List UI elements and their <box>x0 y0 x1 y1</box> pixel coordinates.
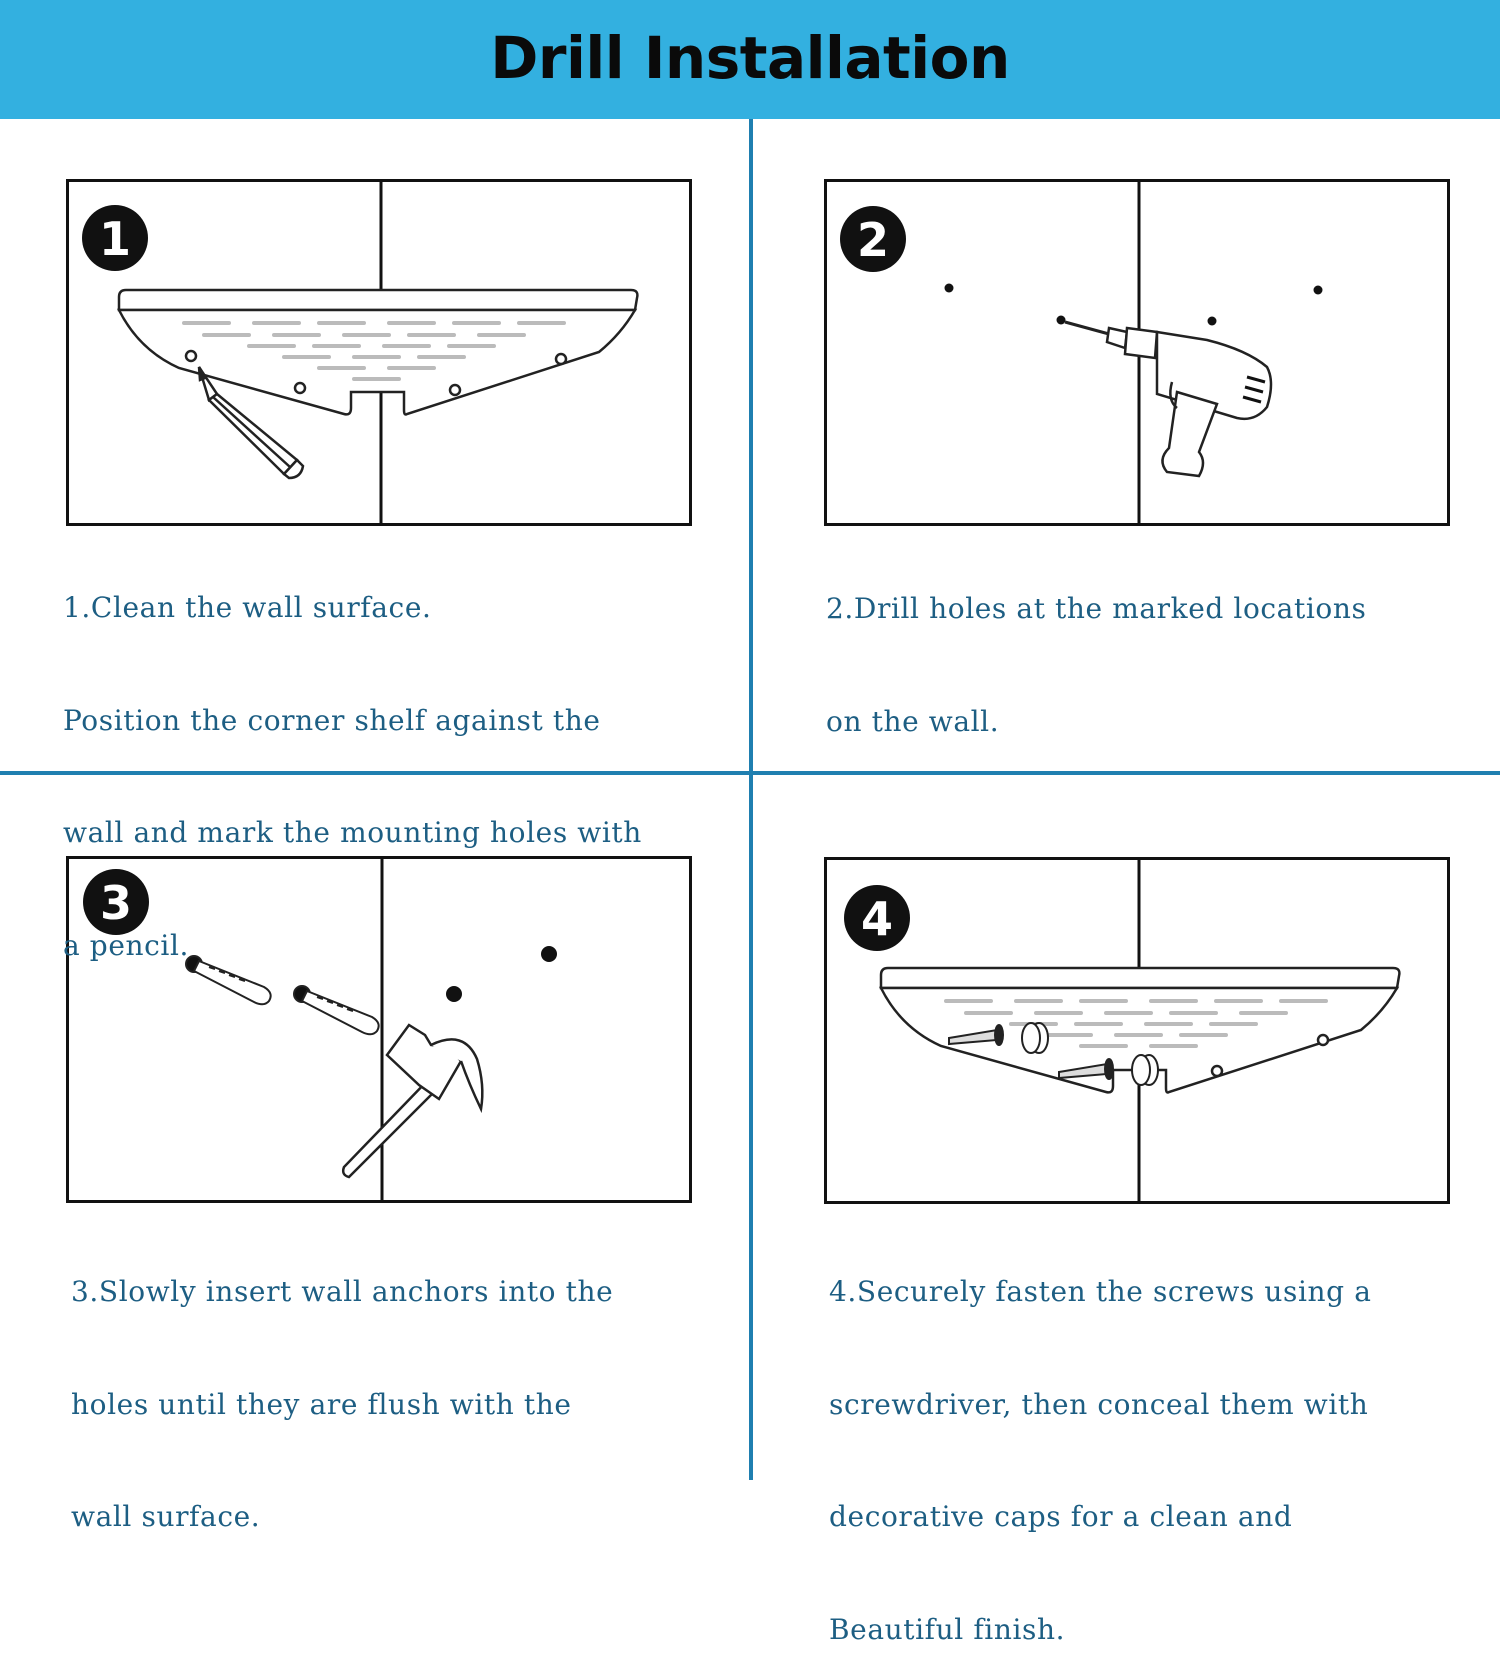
step-3-line-2: holes until they are flush with the <box>71 1387 572 1421</box>
page-title: Drill Installation <box>490 24 1010 92</box>
step-4-text: 4.Securely fasten the screws using a scr… <box>829 1208 1372 1658</box>
marked-hole-dots <box>944 283 1323 326</box>
step-1-line-4: a pencil. <box>63 929 190 963</box>
step-3-illustration: 3 <box>66 856 692 1203</box>
svg-text:3: 3 <box>100 876 132 930</box>
step-1-line-3: wall and mark the mounting holes with <box>63 816 642 850</box>
step-3-line-3: wall surface. <box>71 1500 261 1534</box>
pencil-icon <box>197 366 305 480</box>
step-badge: 3 <box>83 869 149 935</box>
step-1-illustration: 1 <box>66 179 692 526</box>
step-2-line-2: on the wall. <box>826 704 1000 738</box>
step-1-text: 1.Clean the wall surface. Position the c… <box>63 524 642 974</box>
drill-icon <box>1064 320 1273 478</box>
svg-text:4: 4 <box>861 892 893 946</box>
step-2-illustration: 2 <box>824 179 1450 526</box>
header-banner: Drill Installation <box>0 0 1500 119</box>
step-badge: 1 <box>82 205 148 271</box>
step-badge: 4 <box>844 885 910 951</box>
step-2-line-1: 2.Drill holes at the marked locations <box>826 592 1367 626</box>
svg-text:2: 2 <box>857 213 889 267</box>
step-3-line-1: 3.Slowly insert wall anchors into the <box>71 1275 614 1309</box>
wall-anchor-icon <box>185 955 380 1036</box>
step-badge: 2 <box>840 206 906 272</box>
corner-shelf <box>878 966 1401 1094</box>
step-2-text: 2.Drill holes at the marked locations on… <box>826 525 1366 750</box>
step-1-line-2: Position the corner shelf against the <box>63 703 601 737</box>
screw-icon <box>948 1024 1114 1080</box>
horizontal-divider <box>0 771 1500 775</box>
step-4-line-1: 4.Securely fasten the screws using a <box>829 1275 1372 1309</box>
step-3-text: 3.Slowly insert wall anchors into the ho… <box>71 1208 613 1546</box>
svg-text:1: 1 <box>99 212 131 266</box>
step-4-line-2: screwdriver, then conceal them with <box>829 1387 1369 1421</box>
vertical-divider <box>749 119 753 1480</box>
step-4-illustration: 4 <box>824 857 1450 1204</box>
corner-shelf <box>116 288 639 416</box>
step-4-line-4: Beautiful finish. <box>829 1613 1066 1647</box>
decorative-cap-icon <box>1021 1022 1159 1086</box>
hammer-icon <box>341 1023 484 1179</box>
step-4-line-3: decorative caps for a clean and <box>829 1500 1293 1534</box>
step-1-line-1: 1.Clean the wall surface. <box>63 591 432 625</box>
